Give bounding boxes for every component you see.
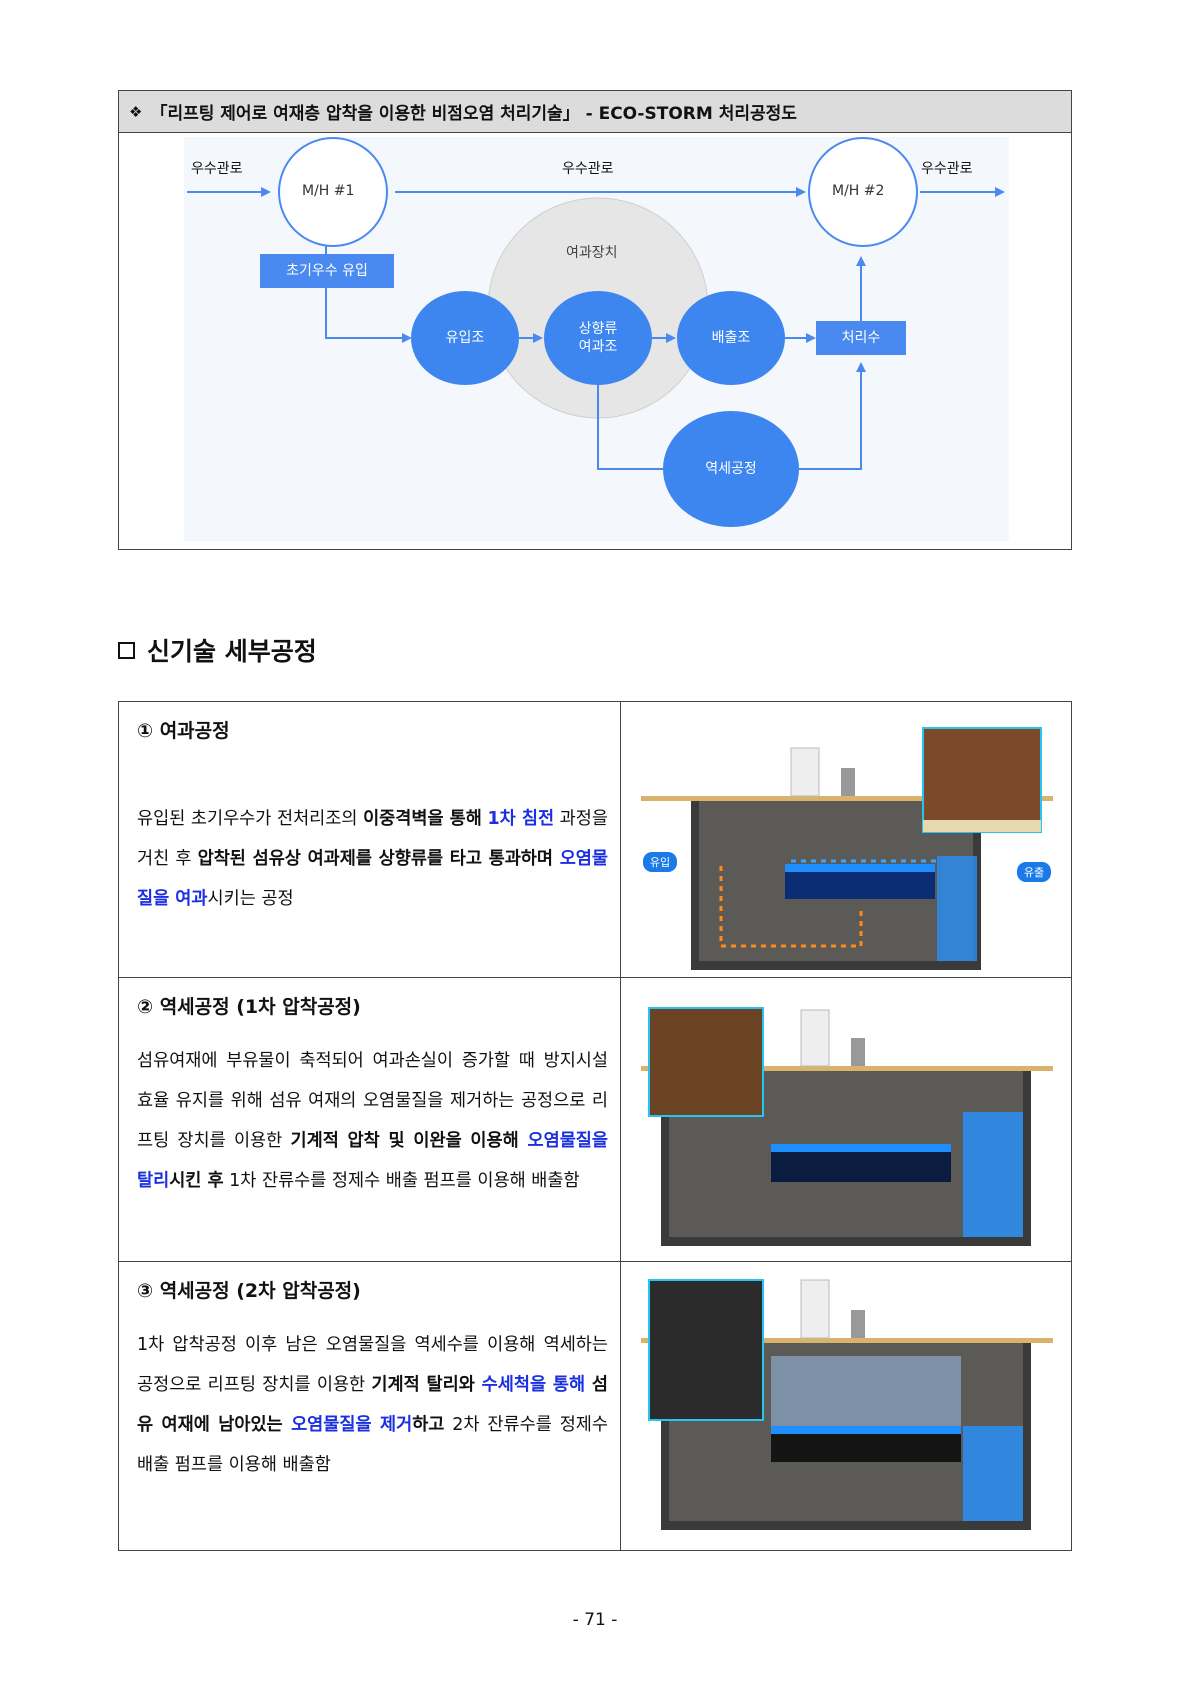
body-run: 이중격벽을 통해 xyxy=(363,809,482,829)
arrow-to-inflow-tank xyxy=(325,288,412,343)
backwash-1-tank-svg xyxy=(641,992,1053,1246)
step-1-text-cell: ① 여과공정 유입된 초기우수가 전처리조의 이중격벽을 통해 1차 침전 과정… xyxy=(119,702,621,977)
diamond-bullet-icon: ❖ xyxy=(129,102,143,121)
initial-inflow-label: 초기우수 유입 xyxy=(286,263,368,279)
inflow-tank-node xyxy=(411,291,519,385)
manhole-2 xyxy=(808,137,918,247)
backwash-node xyxy=(663,411,799,527)
manhole-1-label: M/H #1 xyxy=(302,183,355,199)
step-3-text-cell: ③ 역세공정 (2차 압착공정) 1차 압착공정 이후 남은 오염물질을 역세수… xyxy=(119,1262,621,1550)
step-3-illustration xyxy=(621,1262,1071,1550)
pipe-label-middle: 우수관로 xyxy=(562,161,614,177)
inflow-tank-label: 유입조 xyxy=(445,330,485,346)
body-run: 오염물질을 제거 xyxy=(291,1415,413,1435)
step-1-title: ① 여과공정 xyxy=(137,720,230,742)
step-2-body: 섬유여재에 부유물이 축적되어 여과손실이 증가할 때 방지시설 효율 유지를 … xyxy=(137,1041,608,1201)
step-3-body: 1차 압착공정 이후 남은 오염물질을 역세수를 이용해 역세하는 공정으로 리… xyxy=(137,1325,608,1485)
section-title: 신기술 세부공정 xyxy=(147,637,317,666)
backwash-2-tank-svg xyxy=(641,1276,1053,1530)
inflow-tag: 유입 xyxy=(650,856,670,869)
outflow-tag: 유출 xyxy=(1024,866,1044,879)
step-row-3: ③ 역세공정 (2차 압착공정) 1차 압착공정 이후 남은 오염물질을 역세수… xyxy=(119,1261,1071,1550)
body-run: 시킨 후 xyxy=(169,1171,224,1191)
page-number: - 71 - xyxy=(572,1610,618,1630)
body-run: 섬유여재에 부유물이 축적되어 여과손실이 증가할 때 방지시설 효율 유지를 … xyxy=(137,1051,608,1151)
discharge-tank-node xyxy=(677,291,785,385)
body-run: 기계적 탈리와 xyxy=(371,1375,482,1395)
diagram-canvas: 우수관로 우수관로 우수관로 M/H #1 M/H #2 초기우수 유입 여과장… xyxy=(119,132,1071,549)
process-diagram: ❖ 「리프팅 제어로 여재층 압착을 이용한 비점오염 처리기술」 - ECO-… xyxy=(118,90,1072,550)
treated-water-label: 처리수 xyxy=(841,330,881,346)
body-run: 섬유 여재에 남아있는 xyxy=(137,1375,608,1435)
filter-device-label: 여과장치 xyxy=(566,245,618,261)
diagram-header: ❖ 「리프팅 제어로 여재층 압착을 이용한 비점오염 처리기술」 - ECO-… xyxy=(119,91,1071,133)
pipe-label-left: 우수관로 xyxy=(191,161,243,177)
body-run: 1차 압착공정 이후 남은 오염물질을 역세수를 이용해 역세하는 공정으로 리… xyxy=(137,1335,608,1395)
manhole-2-label: M/H #2 xyxy=(832,183,885,199)
body-run: 오염물질을 탈리 xyxy=(137,1131,608,1191)
upflow-filter-label-1: 상향류 xyxy=(578,321,618,337)
body-run: 수세척을 통해 xyxy=(481,1375,586,1395)
checkbox-icon xyxy=(118,641,135,659)
body-run: 1차 잔류수를 정제수 배출 펌프를 이용해 배출함 xyxy=(223,1171,580,1191)
step-2-text-cell: ② 역세공정 (1차 압착공정) 섬유여재에 부유물이 축적되어 여과손실이 증… xyxy=(119,978,621,1261)
step-2-title: ② 역세공정 (1차 압착공정) xyxy=(137,996,361,1018)
upflow-filter-node xyxy=(544,291,652,385)
diagram-title: 「리프팅 제어로 여재층 압착을 이용한 비점오염 처리기술」 - ECO-ST… xyxy=(150,104,797,124)
body-run: 시키는 공정 xyxy=(207,889,294,909)
process-detail-table: ① 여과공정 유입된 초기우수가 전처리조의 이중격벽을 통해 1차 침전 과정… xyxy=(118,701,1072,1551)
manhole-1 xyxy=(278,137,388,247)
body-run: 압착된 섬유상 여과제를 상향류를 타고 통과하며 xyxy=(197,849,560,869)
discharge-tank-label: 배출조 xyxy=(711,330,751,346)
body-run: 기계적 압착 및 이완을 이용해 xyxy=(290,1131,528,1151)
step-1-illustration: 유입 유출 xyxy=(621,702,1071,977)
body-run: 하고 xyxy=(412,1415,445,1435)
initial-inflow-box xyxy=(260,254,394,288)
body-run: 2차 잔류수를 정제수 배출 펌프를 이용해 배출함 xyxy=(137,1415,608,1475)
upflow-filter-label-2: 여과조 xyxy=(578,339,618,355)
section-heading: 신기술 세부공정 xyxy=(118,632,317,668)
step-2-illustration xyxy=(621,978,1071,1261)
step-row-1: ① 여과공정 유입된 초기우수가 전처리조의 이중격벽을 통해 1차 침전 과정… xyxy=(119,702,1071,977)
body-run: 오염물질을 여과 xyxy=(137,849,608,909)
arrow-filter-to-backwash xyxy=(597,385,663,470)
body-run: 1차 침전 xyxy=(487,809,555,829)
step-3-title: ③ 역세공정 (2차 압착공정) xyxy=(137,1280,361,1302)
filtration-tank-svg: 유입 유출 xyxy=(641,716,1053,970)
backwash-label: 역세공정 xyxy=(705,461,757,477)
arrow-backwash-to-treated xyxy=(799,362,866,470)
step-row-2: ② 역세공정 (1차 압착공정) 섬유여재에 부유물이 축적되어 여과손실이 증… xyxy=(119,977,1071,1261)
flow-chart-svg xyxy=(184,137,1009,541)
step-1-body: 유입된 초기우수가 전처리조의 이중격벽을 통해 1차 침전 과정을 거친 후 … xyxy=(137,799,608,919)
treated-water-box xyxy=(816,321,906,355)
body-run: 유입된 초기우수가 전처리조의 xyxy=(137,809,364,829)
pipe-label-right: 우수관로 xyxy=(921,161,973,177)
body-run: 과정을 거친 후 xyxy=(137,809,608,869)
